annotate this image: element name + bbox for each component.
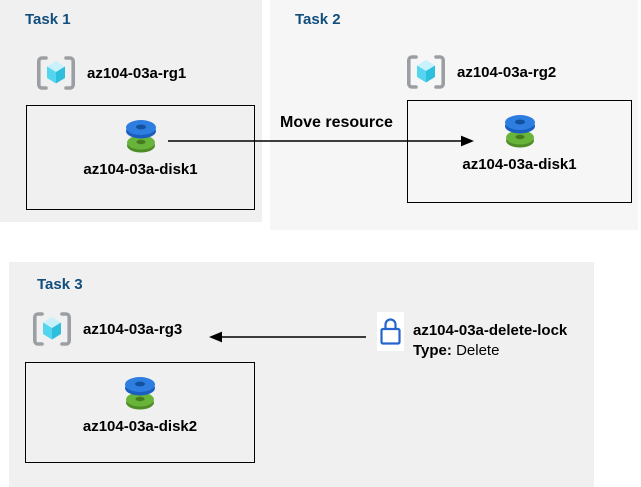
task1-resource-group: az104-03a-rg1 xyxy=(34,53,186,93)
task2-resource-group: az104-03a-rg2 xyxy=(404,52,556,92)
task2-title: Task 2 xyxy=(295,11,341,28)
task3-panel: Task 3 xyxy=(9,262,594,487)
task2-panel: Task 2 xyxy=(270,0,638,230)
arrow-left-icon xyxy=(209,331,366,343)
lock-type-label: Type: xyxy=(413,342,452,359)
task2-resource-box: az104-03a-disk1 xyxy=(407,100,632,203)
resource-group-name: az104-03a-rg1 xyxy=(87,64,187,82)
lock-icon xyxy=(380,318,401,345)
resource-group-icon xyxy=(37,56,75,90)
lock-type-value: Delete xyxy=(456,342,500,359)
resource-group-icon xyxy=(33,312,71,346)
lock-type: Type: Delete xyxy=(413,341,567,361)
task1-resource-box: az104-03a-disk1 xyxy=(26,105,255,210)
lock-chip xyxy=(377,312,404,351)
resource-group-name: az104-03a-rg3 xyxy=(83,320,183,338)
task3-title: Task 3 xyxy=(37,276,83,293)
disk-icon xyxy=(504,115,535,148)
arrow-right-icon xyxy=(168,135,474,147)
move-resource-label: Move resource xyxy=(280,114,393,131)
disk-icon xyxy=(125,377,155,410)
disk-icon xyxy=(125,120,156,153)
task1-panel: Task 1 xyxy=(0,0,262,222)
resource-group-icon xyxy=(407,55,445,89)
lock-name: az104-03a-delete-lock xyxy=(413,322,568,339)
task3-resource-box: az104-03a-disk2 xyxy=(25,362,255,463)
task3-resource-group: az104-03a-rg3 xyxy=(30,309,182,349)
resource-group-name: az104-03a-rg2 xyxy=(457,63,557,81)
resource-name: az104-03a-disk2 xyxy=(82,418,198,435)
resource-name: az104-03a-disk1 xyxy=(83,161,198,178)
resource-name: az104-03a-disk1 xyxy=(462,156,577,173)
task1-title: Task 1 xyxy=(25,11,71,28)
lock-info: az104-03a-delete-lock Type: Delete xyxy=(413,321,567,361)
